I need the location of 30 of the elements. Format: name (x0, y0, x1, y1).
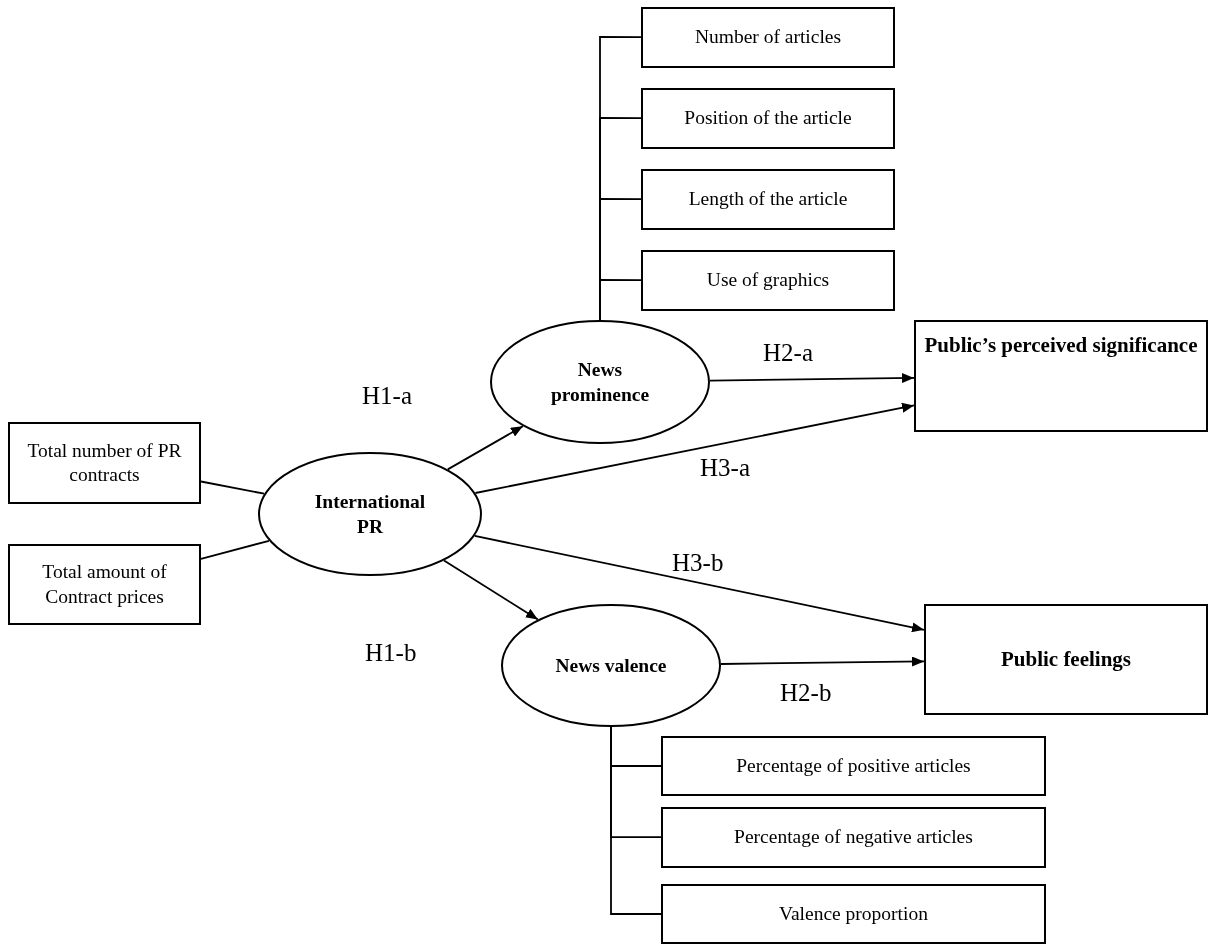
outcome-box: Public’s perceived significance (914, 320, 1208, 432)
arrow (709, 373, 915, 384)
indicator-box: Number of articles (641, 7, 895, 68)
indicator-box: Valence proportion (661, 884, 1046, 944)
construct-label: International PR (313, 489, 427, 539)
indicator-box: Use of graphics (641, 250, 895, 311)
connector-line (200, 539, 270, 560)
indicator-box: Length of the article (641, 169, 895, 230)
indicator-box: Position of the article (641, 88, 895, 149)
indicator-box: Total amount of Contract prices (8, 544, 201, 625)
construct-label: News valence (554, 653, 668, 678)
indicator-box: Percentage of positive articles (661, 736, 1046, 796)
indicator-box: Percentage of negative articles (661, 807, 1046, 868)
arrow (443, 559, 539, 621)
outcome-box: Public feelings (924, 604, 1208, 715)
edge-label: H3-a (700, 455, 750, 480)
construct-label: News prominence (549, 357, 651, 407)
connector-line (610, 726, 662, 915)
arrow (474, 402, 915, 494)
edge-label: H3-b (672, 550, 724, 575)
arrow (446, 425, 524, 471)
edge-label: H2-a (763, 340, 813, 365)
connector-line (200, 480, 266, 495)
arrow (720, 656, 925, 667)
indicator-box: Total number of PR contracts (8, 422, 201, 504)
connector-line (599, 279, 642, 321)
edge-label: H2-b (780, 680, 832, 705)
edge-label: H1-b (365, 640, 417, 665)
edge-label: H1-a (362, 383, 412, 408)
arrow (473, 535, 925, 633)
